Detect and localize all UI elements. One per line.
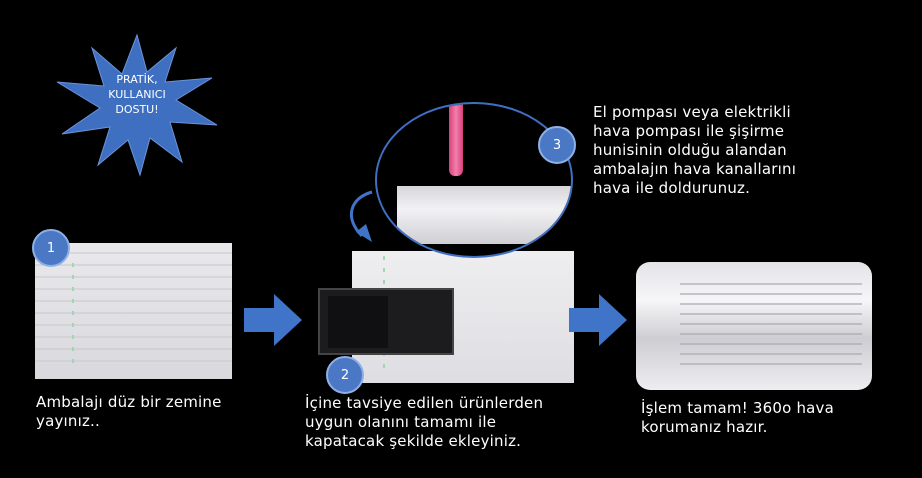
pump-zoom-circle	[375, 102, 573, 258]
step-3-text: El pompası veya elektrikli hava pompası …	[593, 103, 797, 197]
step-1-badge: 1	[32, 229, 70, 267]
step-2-badge: 2	[326, 356, 364, 394]
pump-nozzle	[449, 104, 463, 176]
starburst-badge	[56, 33, 218, 177]
bag-channels-graphic	[680, 283, 862, 365]
inflated-channels-closeup	[397, 186, 571, 244]
step-1-text: Ambalajı düz bir zemine yayınız..	[36, 393, 222, 430]
flat-air-bag-image	[35, 243, 232, 379]
step-3-badge: 3	[538, 126, 576, 164]
tablet-image	[318, 288, 454, 355]
badge-text: PRATİK, KULLANICI DOSTU!	[108, 73, 166, 116]
arrow-right-icon	[569, 294, 627, 346]
inflated-air-bag-image	[636, 262, 872, 390]
arrow-right-icon	[244, 294, 302, 346]
step-2-text: İçine tavsiye edilen ürünlerden uygun ol…	[305, 394, 544, 450]
bag-channels-graphic	[35, 252, 232, 363]
tablet-screen	[328, 296, 388, 348]
result-text: İşlem tamam! 360o hava korumanız hazır.	[641, 399, 835, 436]
curved-arrow-icon	[350, 190, 373, 242]
